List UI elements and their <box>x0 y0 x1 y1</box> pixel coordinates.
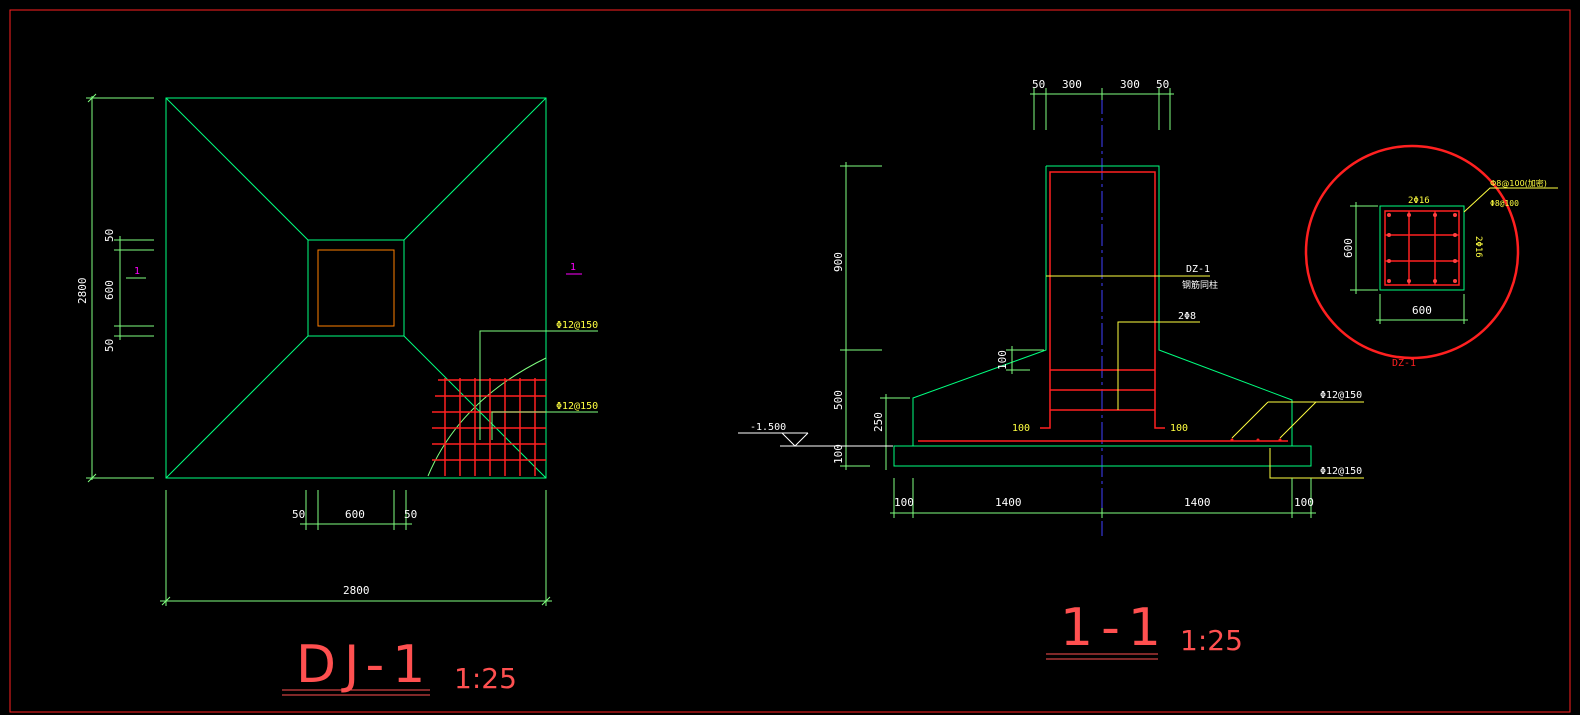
section-dim-500: 500 <box>832 390 845 410</box>
detail-name: DZ-1 <box>1392 358 1416 369</box>
section-top-dim-1: 50 <box>1032 78 1045 91</box>
section-bottom-dim-4: 100 <box>1294 496 1314 509</box>
section-bottom-dim-2: 1400 <box>995 496 1022 509</box>
section-top-dim-2: 300 <box>1062 78 1082 91</box>
section-top-dimensions <box>1030 88 1174 130</box>
plan-section-mark-right: 1 <box>566 262 582 275</box>
plan-section-mark-left: 1 <box>134 266 140 277</box>
detail-stirrup-leader <box>1463 187 1558 213</box>
plan-dim-x-left-50: 50 <box>292 508 305 521</box>
plan-left-dimensions <box>86 93 154 483</box>
plan-rebar-bottom-label: Φ12@150 <box>556 401 598 412</box>
plan-title: DJ-1 <box>296 635 433 695</box>
plan-rebar-leaders <box>479 330 598 440</box>
plan-dim-mid-600: 600 <box>103 280 116 300</box>
plan-dim-x-right-50: 50 <box>404 508 417 521</box>
detail-stirrup-b: Φ8@100 <box>1490 199 1519 208</box>
section-footing-outline <box>893 165 1312 467</box>
section-top-dim-4: 50 <box>1156 78 1169 91</box>
plan-scale: 1:25 <box>454 662 517 695</box>
section-rebar-leaders <box>1231 401 1364 479</box>
drawing-frame <box>9 9 1571 713</box>
section-elevation-marker <box>738 432 893 447</box>
section-bottom-dim-1: 100 <box>894 496 914 509</box>
section-top-dim-3: 300 <box>1120 78 1140 91</box>
plan-dim-x-600: 600 <box>345 508 365 521</box>
plan-dim-top-50: 50 <box>103 229 116 242</box>
detail-dim-bottom: 600 <box>1412 304 1432 317</box>
section-dim-100-step: 100 <box>996 350 1009 370</box>
plan-column-outline <box>317 249 395 327</box>
section-bottom-dimensions <box>890 478 1316 518</box>
plan-dim-bot-50: 50 <box>103 339 116 352</box>
detail-side-bars: 2Φ16 <box>1473 236 1483 258</box>
detail-rebar-dots <box>1387 213 1457 283</box>
detail-stirrup-a: Φ8@100(加密) <box>1490 178 1547 188</box>
section-column-note: 钢筋同柱 <box>1182 279 1218 291</box>
section-rebar-right-bottom: Φ12@150 <box>1320 466 1362 477</box>
section-stirrup-label: 2Φ8 <box>1178 311 1196 322</box>
plan-view: Φ12@150 Φ12@150 2800 50 600 50 1 1 <box>76 93 598 696</box>
plan-dim-width: 2800 <box>343 584 370 597</box>
section-rebar-dots <box>1230 438 1282 442</box>
detail-dim-left: 600 <box>1342 238 1355 258</box>
section-scale: 1:25 <box>1180 624 1243 657</box>
detail-rebar-cage <box>1384 210 1460 286</box>
section-view: 100 100 DZ-1 钢筋同柱 2Φ8 Φ12@150 Φ12@150 50… <box>738 78 1364 660</box>
section-rebar <box>918 171 1288 442</box>
detail-top-bars: 2Φ16 <box>1408 196 1430 206</box>
section-title: 1-1 <box>1060 598 1169 658</box>
section-rebar-right-top: Φ12@150 <box>1320 390 1362 401</box>
section-hook-right: 100 <box>1170 423 1188 434</box>
plan-section-mark-right-label: 1 <box>570 262 576 273</box>
section-dim-900: 900 <box>832 252 845 272</box>
column-detail: DZ-1 2Φ16 2Φ16 Φ8@100(加密) Φ8@100 <box>1304 144 1558 369</box>
detail-section-outline <box>1379 205 1465 291</box>
section-dim-100-bottom: 100 <box>832 444 845 464</box>
plan-rebar-top-label: Φ12@150 <box>556 320 598 331</box>
plan-dim-height: 2800 <box>76 278 89 305</box>
section-column-label: DZ-1 <box>1186 264 1210 275</box>
plan-bottom-dimensions <box>160 490 552 606</box>
section-bottom-dim-3: 1400 <box>1184 496 1211 509</box>
detail-dimensions <box>1350 202 1468 324</box>
plan-footing-outline <box>165 97 547 479</box>
detail-callout-circle <box>1304 144 1520 360</box>
plan-rebar-cutaway <box>427 357 547 477</box>
section-hook-left: 100 <box>1012 423 1030 434</box>
section-elevation-label: -1.500 <box>750 422 786 433</box>
section-dim-250: 250 <box>872 412 885 432</box>
